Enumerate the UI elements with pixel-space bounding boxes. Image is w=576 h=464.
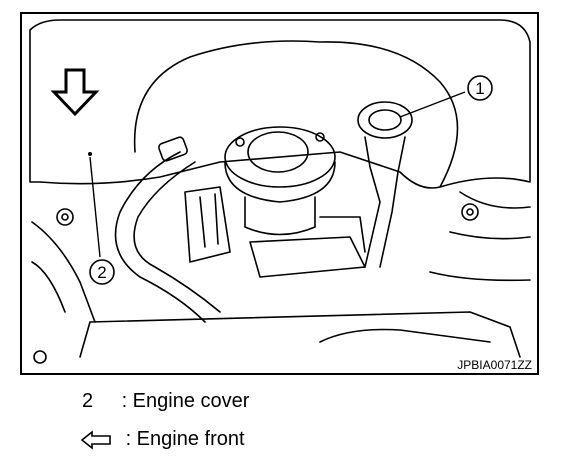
callout-1-leader	[399, 91, 466, 118]
hose	[114, 151, 206, 323]
image-code: JPBIA0071ZZ	[457, 358, 532, 372]
legend-label: : Engine front	[125, 428, 245, 450]
callout-2-leader	[89, 156, 101, 258]
radiator-cap	[224, 126, 336, 188]
callout-1-circle	[467, 75, 493, 101]
engine-cover-shape	[133, 40, 459, 188]
hood-outline	[29, 19, 531, 189]
callout-1-label: 1	[475, 79, 484, 98]
diagram-frame	[20, 12, 539, 375]
callout-2-label: 2	[97, 263, 106, 282]
legend-key: 2	[82, 390, 94, 412]
callout-2-circle	[89, 259, 115, 285]
legend-row-engine-front: : Engine front	[76, 428, 245, 451]
engine-diagram: 1 2 JPBIA0071ZZ	[20, 12, 539, 375]
outline-left-arrow-icon	[80, 430, 111, 450]
lower-panel	[79, 311, 521, 358]
legend-row-engine-cover: 2 : Engine cover	[82, 390, 249, 412]
dipstick-handle	[357, 101, 413, 139]
engine-front-arrow	[50, 68, 100, 117]
legend-label: : Engine cover	[121, 390, 250, 412]
